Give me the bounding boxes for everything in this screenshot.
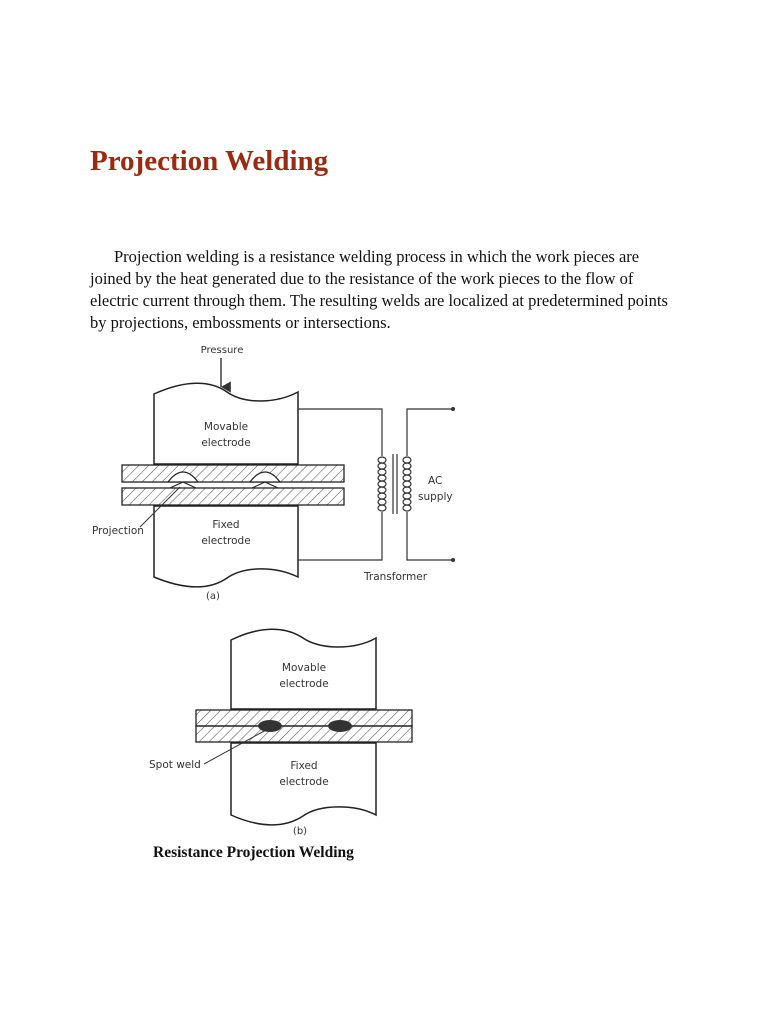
pressure-label: Pressure bbox=[201, 345, 244, 356]
projection-bump-2 bbox=[248, 471, 282, 483]
figure-b: Movable electrode Fixed electrode Spot w… bbox=[149, 628, 413, 837]
transformer-secondary-coil bbox=[402, 456, 412, 512]
movable-electrode-label-a-2: electrode bbox=[201, 437, 250, 449]
transformer-primary-coil bbox=[377, 456, 387, 512]
ac-supply-label-2: supply bbox=[418, 491, 453, 503]
fixed-electrode-b bbox=[230, 742, 377, 826]
intro-paragraph: Projection welding is a resistance weldi… bbox=[90, 247, 668, 332]
secondary-wire-top bbox=[406, 408, 452, 456]
figure-a-sublabel: (a) bbox=[206, 591, 220, 602]
projection-bump-1 bbox=[166, 471, 200, 483]
fixed-electrode-label-b-2: electrode bbox=[279, 776, 328, 788]
spot-weld-label: Spot weld bbox=[149, 759, 201, 771]
figure-caption: Resistance Projection Welding bbox=[153, 844, 354, 861]
lower-workpiece-b bbox=[195, 725, 413, 743]
fixed-electrode-a bbox=[153, 505, 299, 588]
page-title: Projection Welding bbox=[90, 145, 329, 177]
circuit-wire-top bbox=[298, 408, 383, 456]
projection-label: Projection bbox=[92, 525, 144, 537]
ac-terminal-bottom bbox=[451, 558, 455, 562]
lower-workpiece-a bbox=[121, 487, 345, 506]
movable-electrode-label-b-1: Movable bbox=[282, 662, 326, 674]
spot-weld-leader bbox=[203, 729, 267, 765]
spot-weld-1 bbox=[258, 720, 282, 732]
spot-weld-2 bbox=[328, 720, 352, 732]
upper-workpiece-a bbox=[121, 464, 345, 483]
transformer-label: Transformer bbox=[363, 571, 428, 583]
fixed-electrode-label-a-1: Fixed bbox=[212, 519, 239, 531]
welding-diagram: Pressure Movable electrode Fixed electro… bbox=[92, 345, 455, 837]
fixed-electrode-label-a-2: electrode bbox=[201, 535, 250, 547]
figure-b-sublabel: (b) bbox=[293, 826, 307, 837]
figure-a: Pressure Movable electrode Fixed electro… bbox=[92, 345, 455, 602]
circuit-wire-bottom bbox=[298, 512, 383, 561]
movable-electrode-label-b-2: electrode bbox=[279, 678, 328, 690]
secondary-wire-bottom bbox=[406, 512, 452, 561]
movable-electrode-a bbox=[153, 382, 299, 465]
movable-electrode-b bbox=[230, 628, 377, 710]
movable-electrode-label-a-1: Movable bbox=[204, 421, 248, 433]
ac-supply-label-1: AC bbox=[428, 475, 442, 487]
fixed-electrode-label-b-1: Fixed bbox=[290, 760, 317, 772]
projection-leader bbox=[139, 486, 181, 528]
upper-workpiece-b bbox=[195, 709, 413, 727]
ac-terminal-top bbox=[451, 407, 455, 411]
